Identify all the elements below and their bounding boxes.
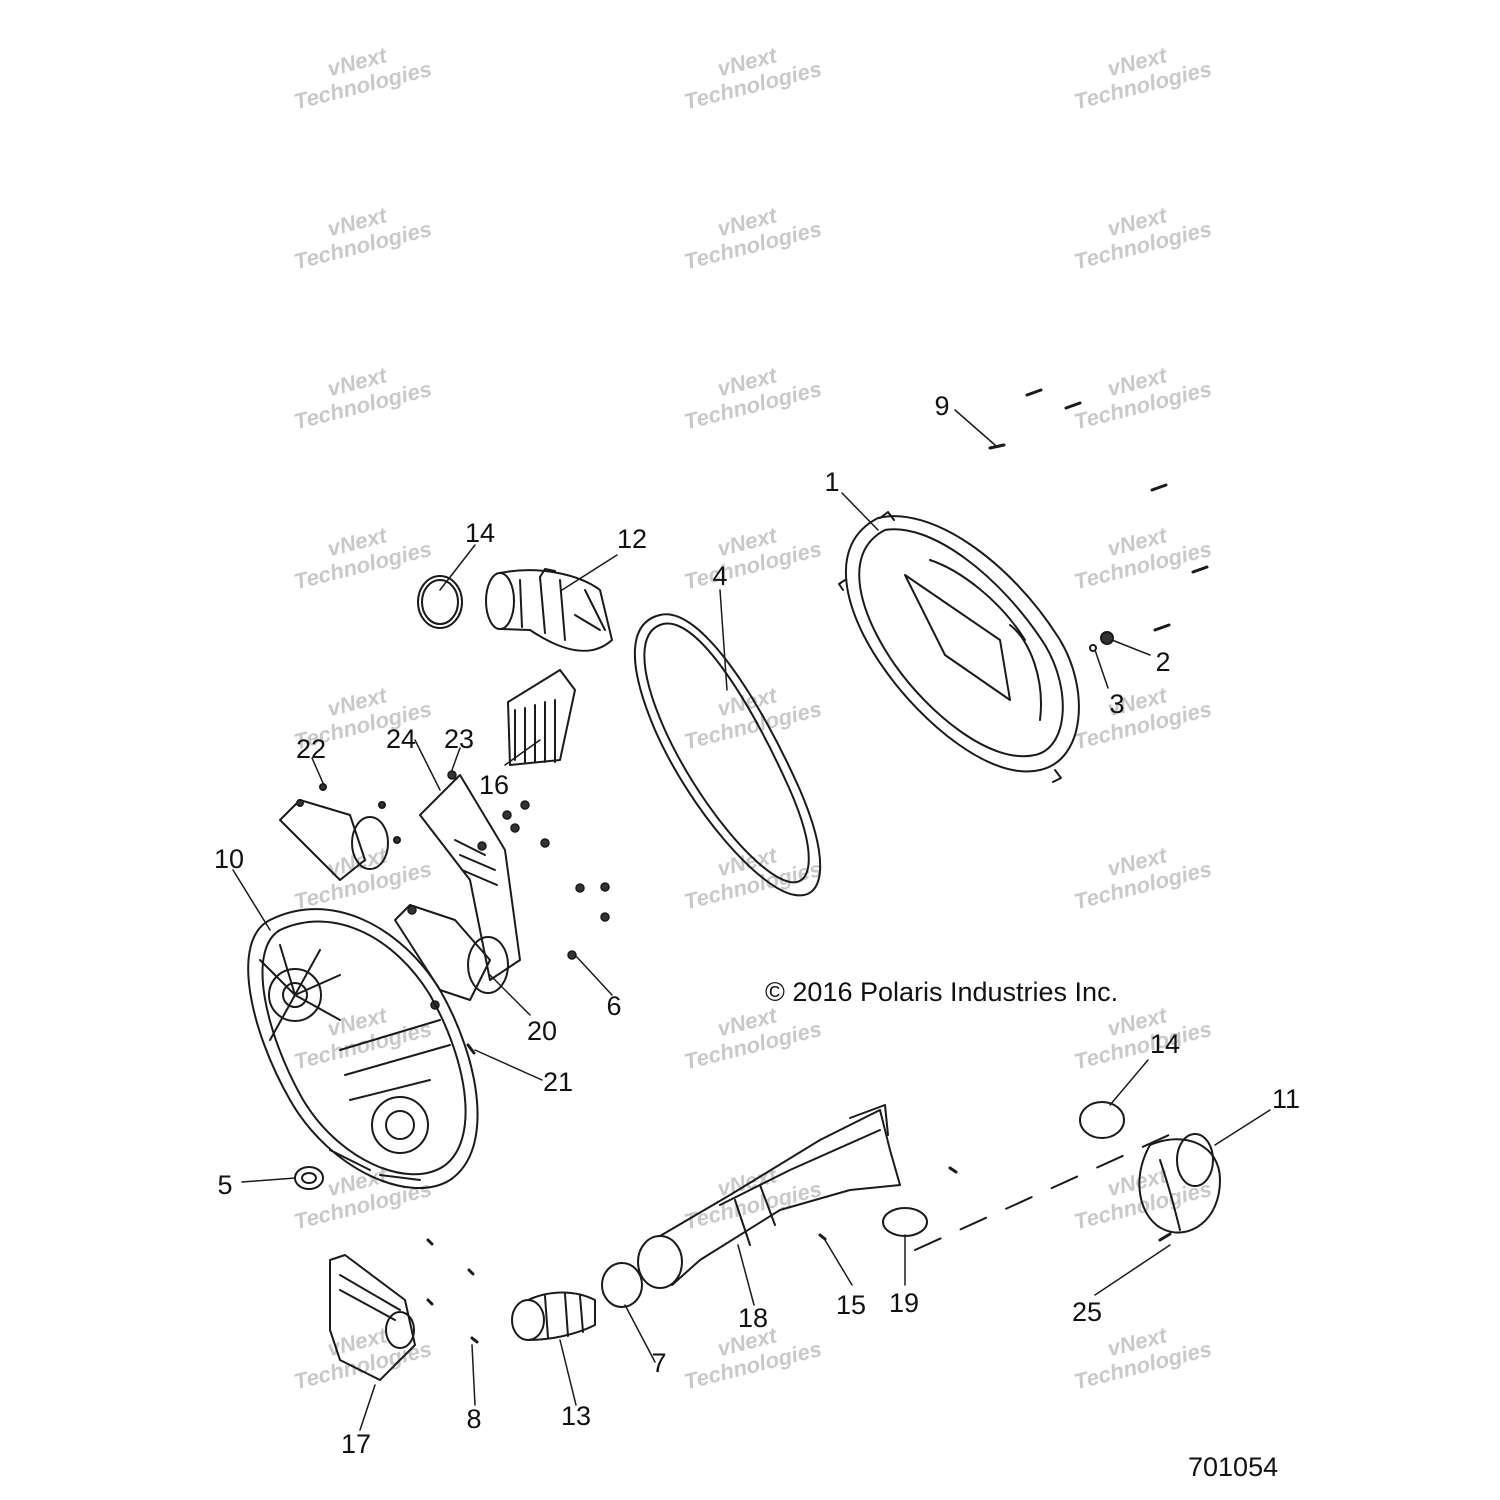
callout-9: 9: [934, 391, 950, 421]
callout-17: 17: [340, 1429, 372, 1459]
outer-clutch-cover: [838, 511, 1080, 783]
callout-19: 19: [888, 1288, 920, 1318]
duct-20-assembly: [394, 774, 521, 1001]
clip-25: [1158, 1232, 1172, 1242]
figure-id: 701054: [1188, 1452, 1279, 1482]
housing-17: [329, 1254, 416, 1381]
callout-22: 22: [295, 734, 327, 764]
callout-20: 20: [526, 1016, 558, 1046]
fasteners: [407, 770, 610, 1010]
leader-lines: [232, 409, 1271, 1431]
callout-5: 5: [217, 1170, 233, 1200]
filter-screen-16: [507, 669, 576, 766]
screw-21: [466, 1043, 476, 1055]
copyright-text: © 2016 Polaris Industries Inc.: [765, 977, 1119, 1007]
exhaust-duct-18: [637, 1104, 901, 1289]
intake-duct-12: [485, 568, 613, 652]
clamp-14-upper-inner: [421, 579, 459, 625]
clamp-19: [882, 1207, 928, 1237]
outlet-boot-11: [1138, 1133, 1221, 1234]
callout-16: 16: [478, 770, 510, 800]
callout-13: 13: [560, 1401, 592, 1431]
seal-5: [294, 1166, 324, 1190]
callout-15: 15: [835, 1290, 867, 1320]
callout-14-upper: 14: [464, 518, 496, 548]
callout-11: 11: [1271, 1084, 1301, 1114]
drive-belt: [633, 613, 822, 897]
callout-18: 18: [737, 1303, 769, 1333]
bolts-8-15: [426, 1166, 958, 1344]
washer-3: [1089, 644, 1097, 652]
callout-8: 8: [466, 1404, 482, 1434]
callout-21: 21: [542, 1067, 574, 1097]
callout-2: 2: [1155, 647, 1171, 677]
callout-1: 1: [824, 467, 840, 497]
bolts-9: [988, 388, 1209, 632]
callout-12: 12: [616, 524, 648, 554]
callout-24: 24: [385, 724, 417, 754]
callout-23: 23: [443, 724, 475, 754]
nut-2: [1100, 631, 1114, 645]
clamp-7: [601, 1262, 643, 1308]
callout-14-lower: 14: [1149, 1029, 1181, 1059]
boot-13: [511, 1291, 596, 1341]
seal-5-inner: [301, 1172, 317, 1184]
callout-10: 10: [213, 844, 245, 874]
callout-6: 6: [606, 991, 622, 1021]
duct-22-assembly: [279, 783, 401, 881]
callout-4: 4: [712, 561, 728, 591]
callout-7: 7: [651, 1348, 667, 1378]
clamp-14-upper: [417, 575, 463, 629]
inner-clutch-cover-10: [247, 908, 479, 1189]
callout-3: 3: [1109, 689, 1125, 719]
clamp-14-lower: [1079, 1101, 1125, 1139]
callout-25: 25: [1071, 1297, 1103, 1327]
